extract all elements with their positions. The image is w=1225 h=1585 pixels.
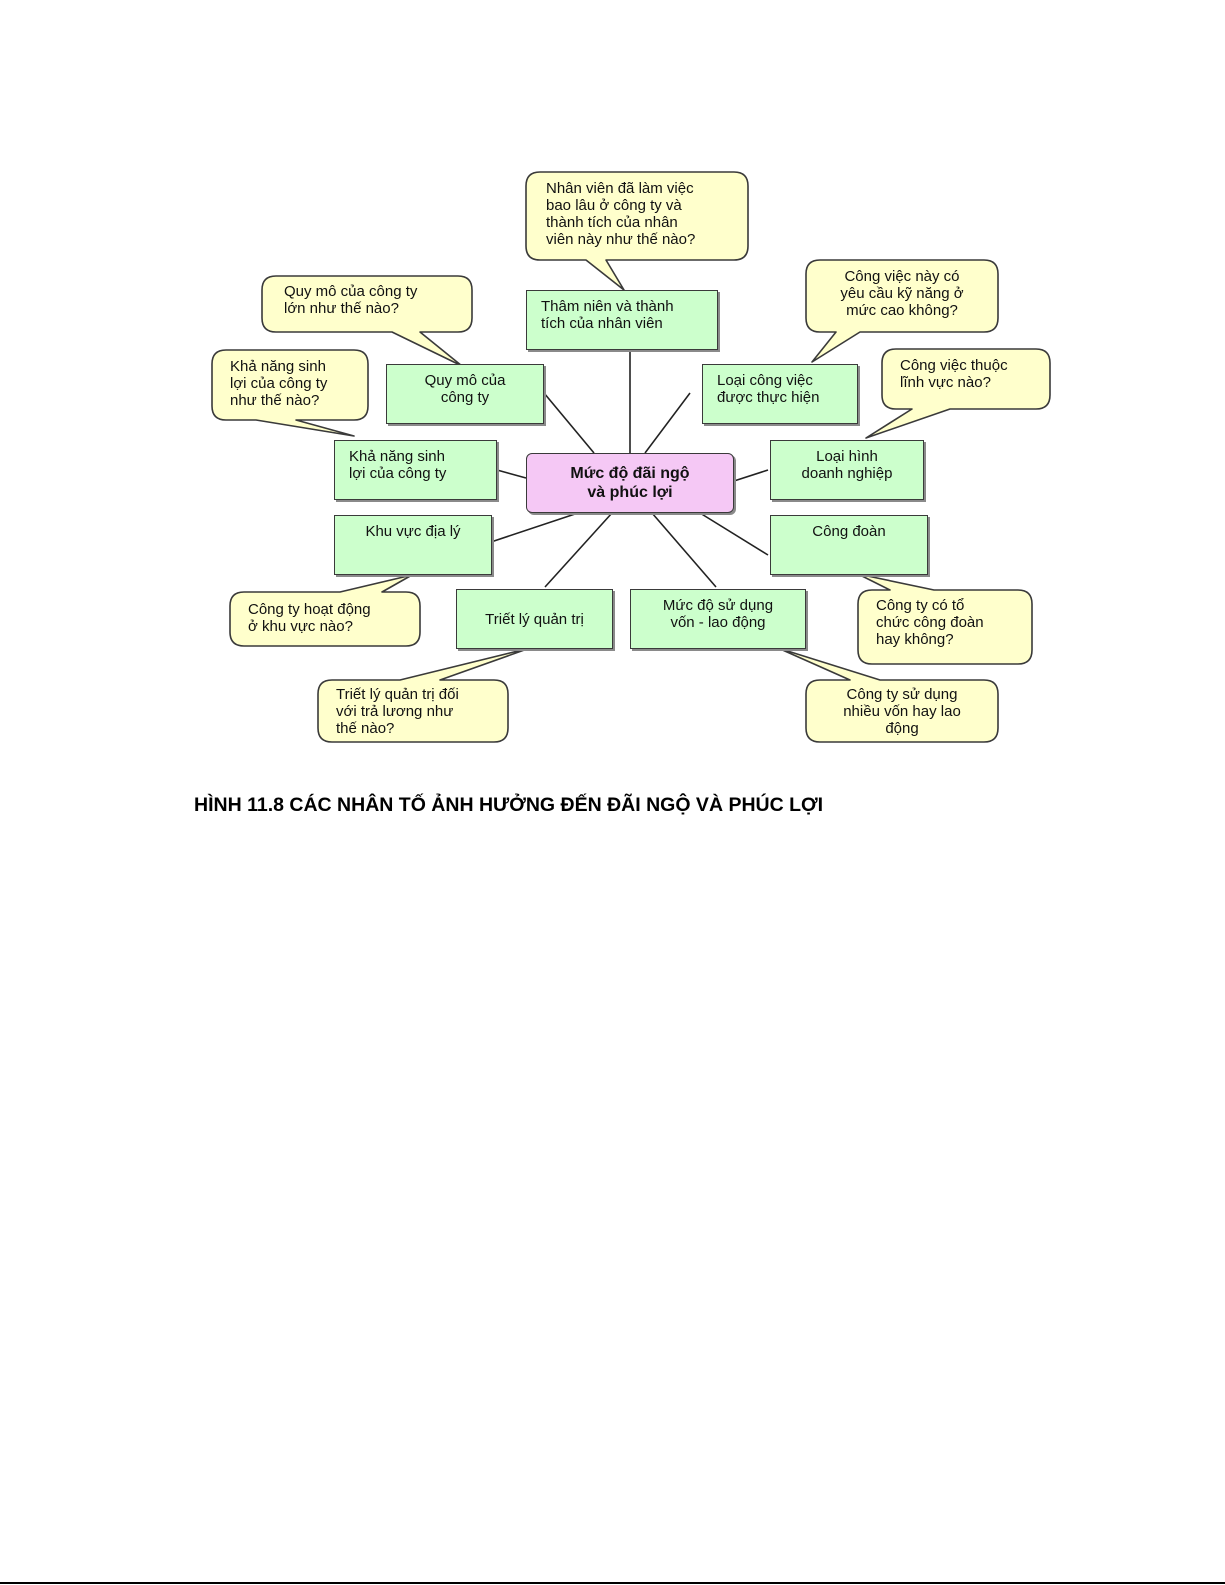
factor-union: Công đoàn xyxy=(770,515,928,575)
factor-management-philosophy: Triết lý quản trị xyxy=(456,589,613,649)
factor-company-size: Quy mô của công ty xyxy=(386,364,544,424)
question-profitability: Khả năng sinh lợi của công ty như thế nà… xyxy=(230,358,328,409)
question-geography: Công ty hoạt động ở khu vực nào? xyxy=(248,601,371,635)
question-company-size: Quy mô của công ty lớn như thế nào? xyxy=(284,283,418,317)
question-management-philosophy: Triết lý quản trị đối với trả lương như … xyxy=(336,686,459,737)
connector-profitability xyxy=(496,469,527,479)
bubble-capital-labor xyxy=(777,647,999,743)
question-job-type: Công việc này có yêu cầu kỹ năng ở mức c… xyxy=(840,268,964,319)
factor-profitability: Khả năng sinh lợi của công ty xyxy=(334,440,497,500)
connector-business-type xyxy=(733,469,769,482)
bubble-union xyxy=(857,573,1033,665)
bubble-seniority xyxy=(525,171,749,291)
question-union: Công ty có tổ chức công đoàn hay không? xyxy=(876,597,984,648)
bubble-profitability xyxy=(211,349,369,437)
factors-diagram xyxy=(211,171,1051,743)
page-bottom-rule xyxy=(0,1582,1225,1584)
bubble-management-philosophy xyxy=(317,647,531,743)
bubble-business-type xyxy=(865,348,1051,439)
connector-company-size xyxy=(543,392,595,454)
factor-capital-labor: Mức độ sử dụng vốn - lao động xyxy=(630,589,806,649)
factor-seniority: Thâm niên và thành tích của nhân viên xyxy=(526,290,718,350)
connector-union xyxy=(699,512,769,556)
bubble-geography xyxy=(229,574,421,647)
connector-capital-labor xyxy=(651,512,717,588)
question-seniority: Nhân viên đã làm việc bao lâu ở công ty … xyxy=(546,180,696,248)
question-business-type: Công việc thuộc lĩnh vực nào? xyxy=(900,357,1008,391)
factor-job-type: Loại công việc được thực hiện xyxy=(702,364,858,424)
connector-management-philosophy xyxy=(544,512,613,588)
figure-caption: HÌNH 11.8 CÁC NHÂN TỐ ẢNH HƯỞNG ĐẾN ĐÃI … xyxy=(194,794,824,816)
connector-geography xyxy=(490,512,579,543)
center-node: Mức độ đãi ngộ và phúc lợi xyxy=(526,453,734,513)
factor-geography: Khu vực địa lý xyxy=(334,515,492,575)
connector-job-type xyxy=(644,392,691,454)
question-capital-labor: Công ty sử dụng nhiều vốn hay lao động xyxy=(843,686,961,737)
factor-business-type: Loại hình doanh nghiệp xyxy=(770,440,924,500)
bubble-company-size xyxy=(261,275,473,367)
bubble-job-type xyxy=(805,259,999,363)
